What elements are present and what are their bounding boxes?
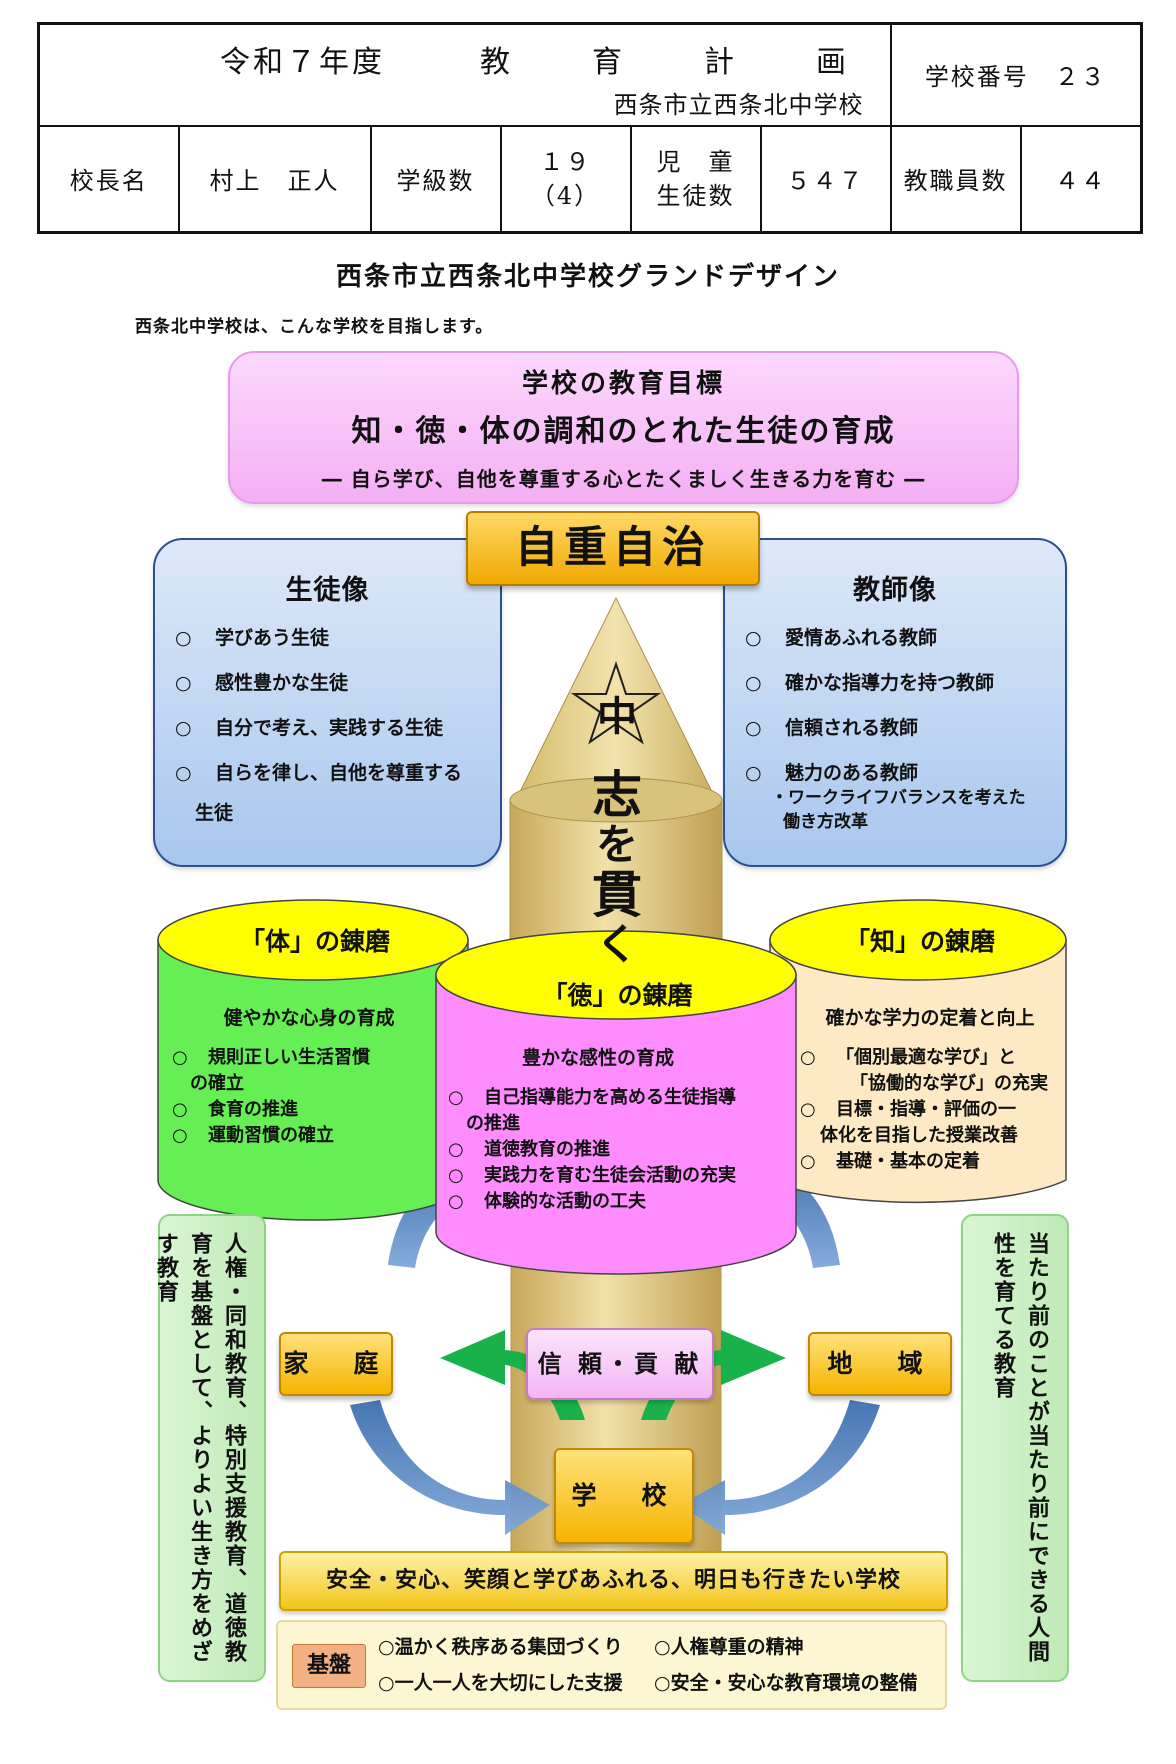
teacher-ideal-list: ○愛情あふれる教師 ○確かな指導力を持つ教師 ○信頼される教師 ○魅力のある教師 xyxy=(745,626,1055,806)
list-item: ○自らを律し、自他を尊重する xyxy=(175,762,463,784)
teacher-ideal-note: ・ワークライフバランスを考えた 働き方改革 xyxy=(771,788,1026,832)
foundation-item: ○人権尊重の精神 xyxy=(654,1636,804,1658)
school-motto: 自重自治 xyxy=(466,511,760,586)
classes-label: 学級数 xyxy=(369,124,502,234)
knowledge-cylinder xyxy=(769,899,1067,1204)
principal-label: 校長名 xyxy=(37,124,180,234)
foundation-item: ○安全・安心な教育環境の整備 xyxy=(654,1672,918,1694)
community-box: 地 域 xyxy=(808,1332,952,1396)
education-goal-box: 学校の教育目標 知・徳・体の調和のとれた生徒の育成 ― 自ら学び、自他を尊重する… xyxy=(228,351,1019,504)
classes-cell: １９ （4） xyxy=(499,124,632,234)
left-education-box: 人権・同和教育、特別支援教育、道徳教育を基盤として、よりよい生き方をめざす教育 xyxy=(153,1214,266,1682)
pencil-motto: 志 を 貫 く xyxy=(592,766,642,969)
classes-special: （4） xyxy=(530,181,601,210)
list-item: ○目標・指導・評価の一 xyxy=(800,1099,1016,1120)
foundation-box: 基盤 ○温かく秩序ある集団づくり ○人権尊重の精神 ○一人一人を大切にした支援 … xyxy=(276,1620,947,1710)
principal-name: 村上 正人 xyxy=(177,124,372,234)
foundation-label: 基盤 xyxy=(292,1644,366,1688)
virtue-title: 「徳」の錬磨 xyxy=(542,981,693,1010)
foundation-item: ○一人一人を大切にした支援 xyxy=(378,1672,623,1694)
right-education-box: 当たり前のことが当たり前にできる人間性を育てる教育 xyxy=(961,1214,1069,1682)
goal-sub: ― 自ら学び、自他を尊重する心とたくましく生きる力を育む ― xyxy=(321,467,926,491)
goal-main: 知・徳・体の調和のとれた生徒の育成 xyxy=(351,414,896,449)
grand-design-subtitle: 西条北中学校は、こんな学校を目指します。 xyxy=(135,317,494,337)
list-item: ○自分で考え、実践する生徒 xyxy=(175,717,444,739)
list-item: ○愛情あふれる教師 xyxy=(745,627,938,649)
body-text: 健やかな心身の育成 ○規則正しい生活習慣 の確立 ○食育の推進 ○運動習慣の確立 xyxy=(172,1005,422,1149)
foundation-item: ○温かく秩序ある集団づくり xyxy=(378,1636,623,1658)
list-item: ○感性豊かな生徒 xyxy=(175,672,349,694)
home-box: 家 庭 xyxy=(279,1332,393,1396)
plan-title: 教 育 計 画 xyxy=(480,45,872,80)
knowledge-title: 「知」の錬磨 xyxy=(844,927,995,956)
list-item: ○魅力のある教師 xyxy=(745,762,919,784)
list-item: ○信頼される教師 xyxy=(745,717,919,739)
body-title: 「体」の錬磨 xyxy=(239,927,390,956)
left-education-text: 人権・同和教育、特別支援教育、道徳教育を基盤として、よりよい生き方をめざす教育 xyxy=(153,1232,246,1664)
school-vision-banner: 安全・安心、笑顔と学びあふれる、明日も行きたい学校 xyxy=(279,1551,948,1611)
list-item: ○確かな指導力を持つ教師 xyxy=(745,672,995,694)
body-cylinder xyxy=(157,899,469,1221)
arrow-trust-to-community xyxy=(641,1330,786,1420)
list-item: ○体験的な活動の工夫 xyxy=(448,1191,646,1212)
school-number: 学校番号 ２３ xyxy=(889,22,1143,127)
virtue-text: 豊かな感性の育成 ○自己指導能力を高める生徒指導 の推進 ○道徳教育の推進 ○実… xyxy=(448,1045,788,1215)
arrow-trust-to-home xyxy=(440,1330,585,1420)
plan-title-cell: 令和７年度 教 育 計 画 西条市立西条北中学校 xyxy=(37,22,892,127)
pencil-emblem-char: 中 xyxy=(597,694,637,740)
trust-contribution-box: 信 頼・貢 献 xyxy=(526,1328,714,1400)
students-value: ５４７ xyxy=(759,124,892,234)
list-item: ○基礎・基本の定着 xyxy=(800,1151,980,1172)
right-education-text: 当たり前のことが当たり前にできる人間性を育てる教育 xyxy=(990,1232,1049,1664)
school-info-table: 令和７年度 教 育 計 画 西条市立西条北中学校 学校番号 ２３ 校長名 村上 … xyxy=(37,22,1144,234)
student-ideal-continuation: 生徒 xyxy=(195,802,234,824)
students-label-cell: 児 童 生徒数 xyxy=(629,124,762,234)
classes-value: １９ xyxy=(539,147,592,176)
list-item: ○「個別最適な学び」と xyxy=(800,1047,1016,1068)
pencil-icon xyxy=(509,596,723,951)
list-item: ○学びあう生徒 xyxy=(175,627,330,649)
school-emblem-star-icon xyxy=(570,660,662,745)
student-ideal-box: 生徒像 ○学びあう生徒 ○感性豊かな生徒 ○自分で考え、実践する生徒 ○自らを律… xyxy=(153,538,502,867)
teacher-ideal-box: 教師像 ○愛情あふれる教師 ○確かな指導力を持つ教師 ○信頼される教師 ○魅力の… xyxy=(723,538,1067,867)
knowledge-text: 確かな学力の定着と向上 ○「個別最適な学び」と 「協働的な学び」の充実 ○目標・… xyxy=(800,1005,1060,1175)
student-ideal-list: ○学びあう生徒 ○感性豊かな生徒 ○自分で考え、実践する生徒 ○自らを律し、自他… xyxy=(175,626,490,806)
goal-heading: 学校の教育目標 xyxy=(521,369,725,399)
grand-design-title: 西条市立西条北中学校グランドデザイン xyxy=(335,262,840,292)
students-label-2: 生徒数 xyxy=(656,181,735,210)
arrow-home-to-school xyxy=(350,1400,550,1535)
staff-label: 教職員数 xyxy=(889,124,1022,234)
students-label-1: 児 童 xyxy=(656,147,735,176)
list-item: ○規則正しい生活習慣 xyxy=(172,1047,370,1068)
student-ideal-title: 生徒像 xyxy=(285,575,370,606)
list-item: ○運動習慣の確立 xyxy=(172,1125,334,1146)
teacher-ideal-title: 教師像 xyxy=(853,575,937,606)
school-box: 学 校 xyxy=(554,1448,694,1544)
list-item: ○食育の推進 xyxy=(172,1099,298,1120)
virtue-cylinder xyxy=(435,930,797,1275)
list-item: ○道徳教育の推進 xyxy=(448,1139,610,1160)
staff-value: ４４ xyxy=(1019,124,1143,234)
list-item: ○実践力を育む生徒会活動の充実 xyxy=(448,1165,736,1186)
arrow-community-to-school xyxy=(680,1400,880,1535)
fiscal-year: 令和７年度 xyxy=(220,45,385,80)
school-name: 西条市立西条北中学校 xyxy=(613,91,864,119)
list-item: ○自己指導能力を高める生徒指導 xyxy=(448,1087,736,1108)
